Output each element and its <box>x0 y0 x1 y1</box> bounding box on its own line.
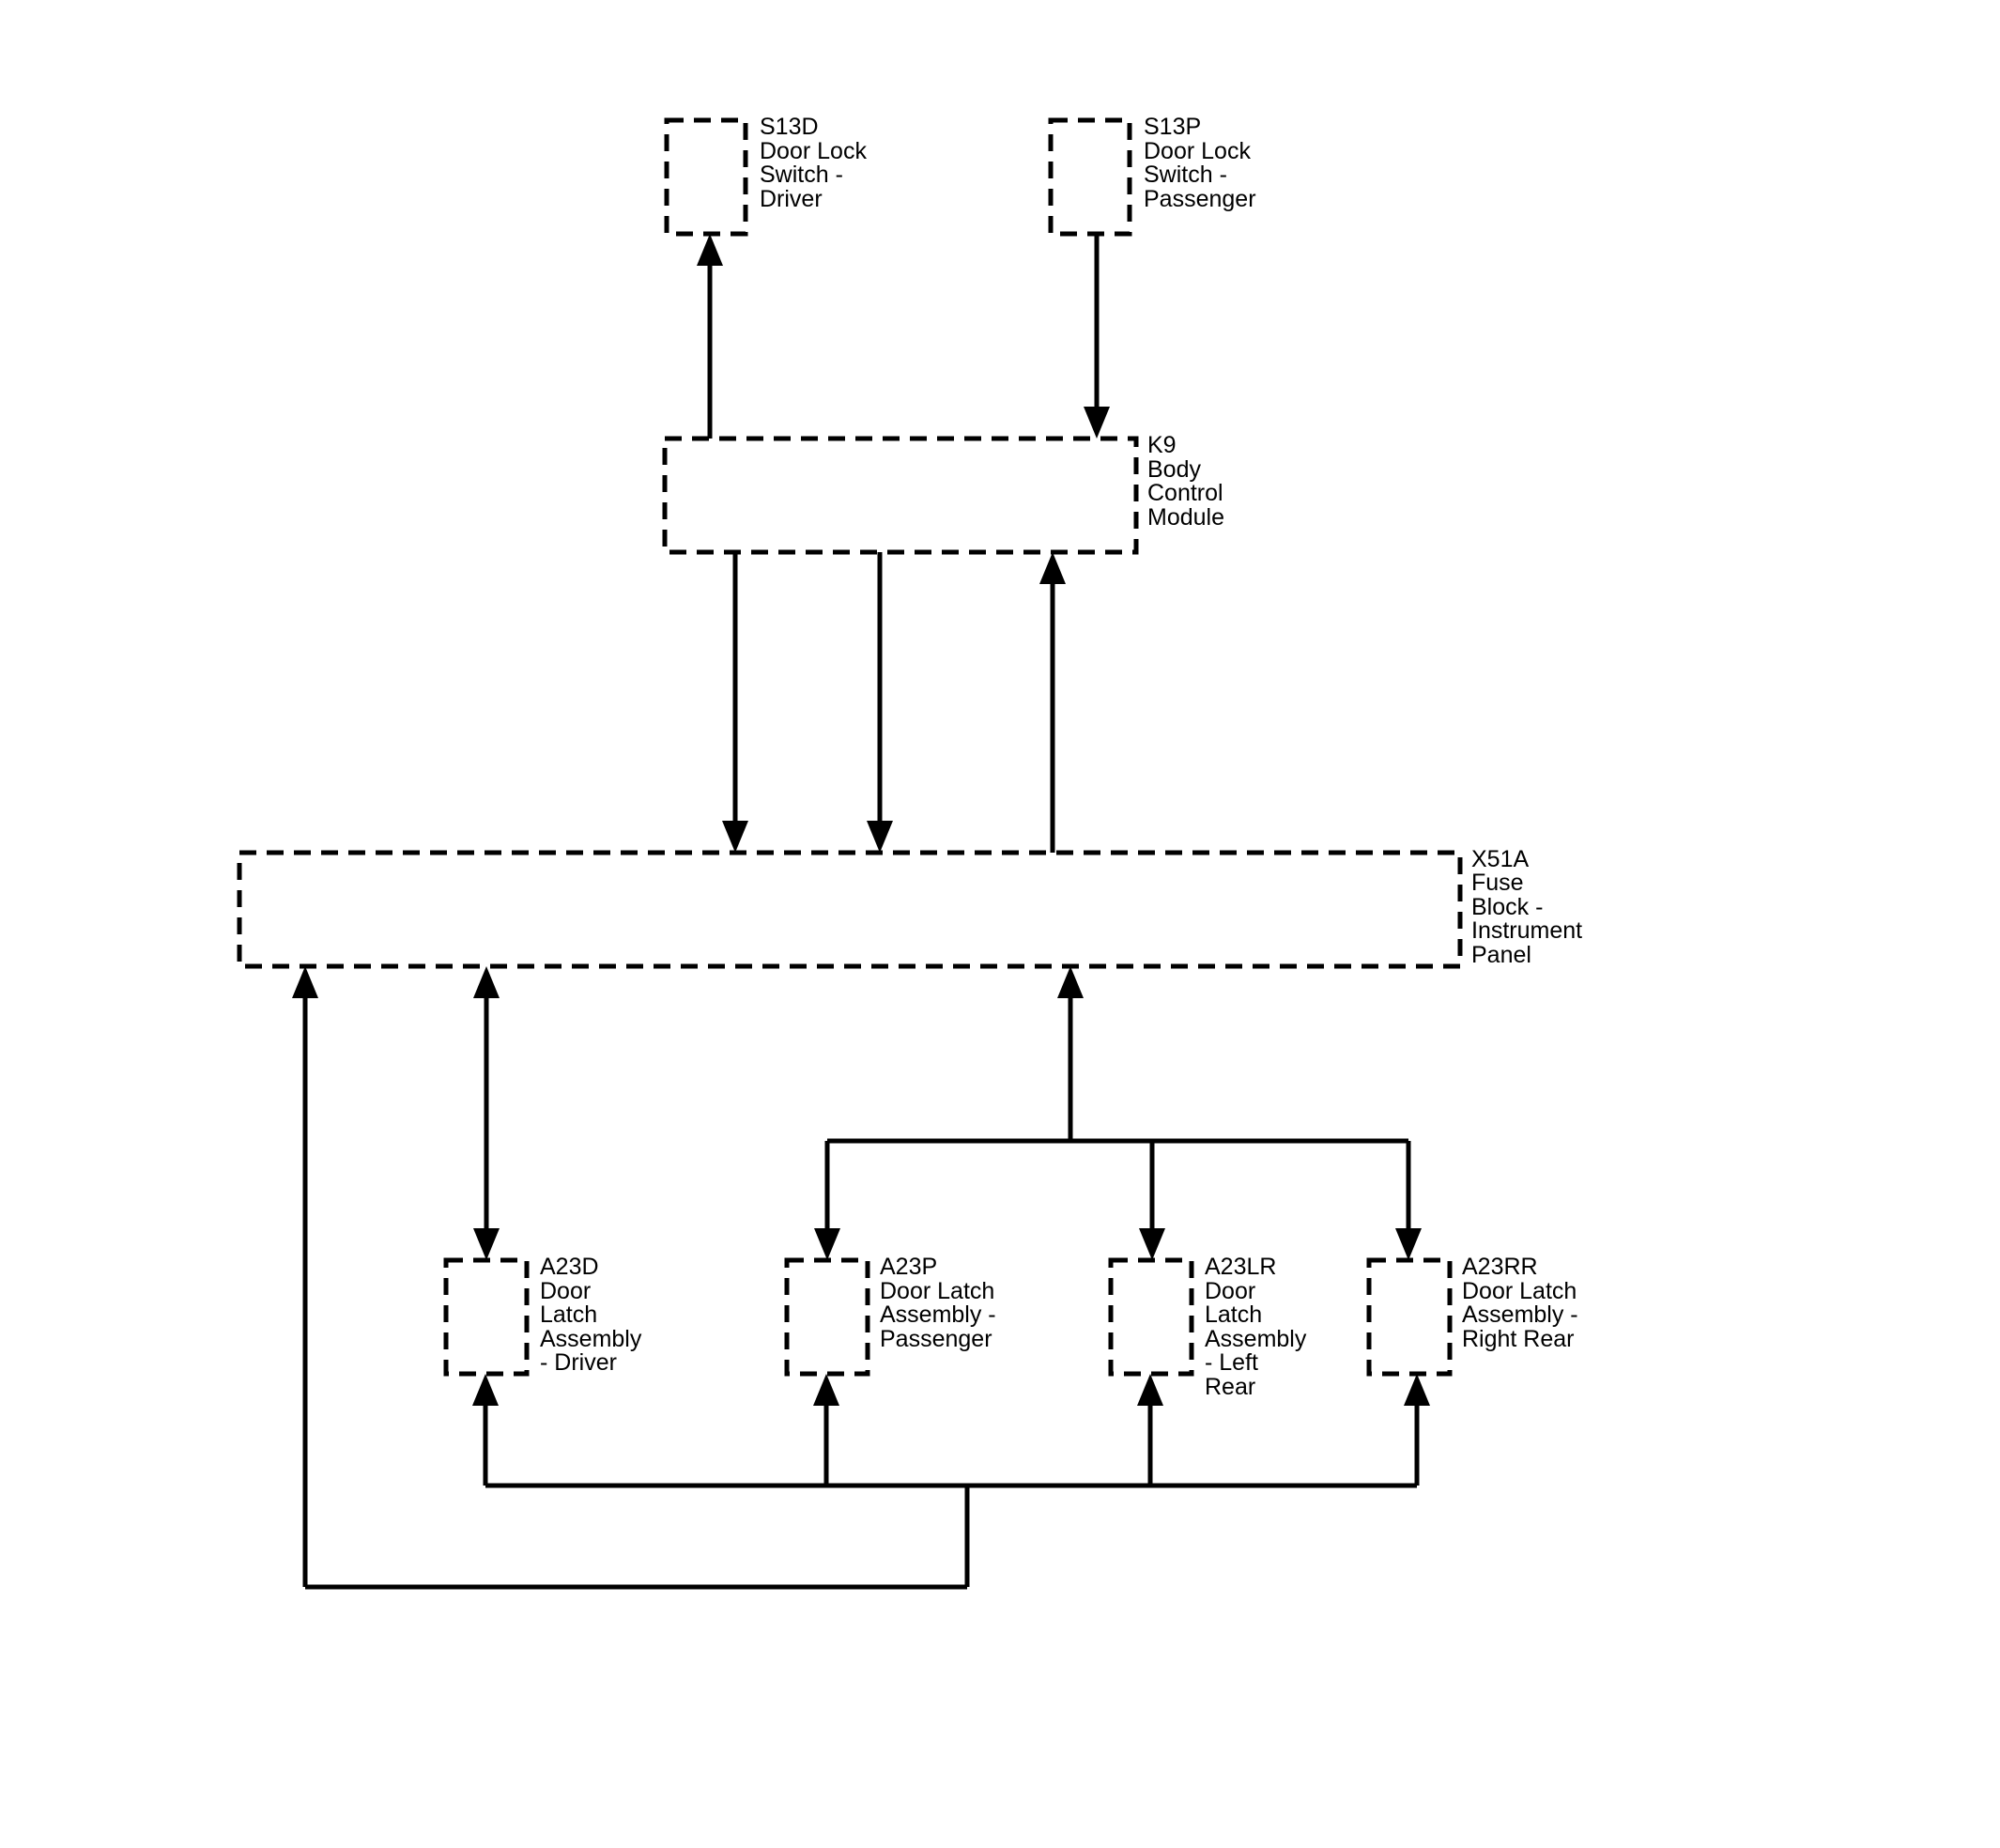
arrowheads <box>292 234 1430 1406</box>
x51a-box[interactable] <box>237 850 1463 969</box>
a23p-box[interactable] <box>784 1257 870 1377</box>
a23p-label: A23P Door Latch Assembly - Passenger <box>880 1254 1003 1352</box>
arrowhead-down-a23p <box>814 1228 840 1260</box>
s13d-label: S13D Door Lock Switch - Driver <box>760 114 873 212</box>
arrowhead-up-x51a-a23d <box>473 966 500 998</box>
a23d-label: A23D Door Latch Assembly - Driver <box>540 1254 648 1376</box>
arrowhead-down-a23d <box>473 1228 500 1260</box>
a23d-box[interactable] <box>443 1257 530 1377</box>
arrowhead-up-a23rr <box>1404 1374 1430 1406</box>
arrowhead-up-s13d <box>697 234 723 266</box>
a23rr-label: A23RR Door Latch Assembly - Right Rear <box>1462 1254 1585 1352</box>
arrowhead-down-a23lr <box>1139 1228 1165 1260</box>
a23rr-box[interactable] <box>1366 1257 1453 1377</box>
x51a-label: X51A Fuse Block - Instrument Panel <box>1471 846 1589 968</box>
arrowhead-up-x51a-left <box>292 966 318 998</box>
a23lr-box[interactable] <box>1108 1257 1194 1377</box>
a23lr-label: A23LR Door Latch Assembly - Left Rear <box>1205 1254 1313 1400</box>
wires <box>302 234 1420 1590</box>
arrowhead-up-a23lr <box>1137 1374 1163 1406</box>
k9-label: K9 Body Control Module <box>1147 432 1230 531</box>
arrowhead-up-a23p <box>813 1374 839 1406</box>
arrowhead-down-k9-right <box>1084 407 1110 439</box>
s13d-box[interactable] <box>664 117 748 237</box>
arrowhead-down-x51a-2 <box>867 821 893 853</box>
arrowhead-up-a23d <box>472 1374 499 1406</box>
s13p-label: S13P Door Lock Switch - Passenger <box>1144 114 1257 212</box>
s13p-box[interactable] <box>1048 117 1132 237</box>
arrowhead-up-k9-bottom <box>1039 552 1066 584</box>
k9-box[interactable] <box>662 436 1139 555</box>
arrowhead-up-x51a-right <box>1057 966 1084 998</box>
arrowhead-down-a23rr <box>1395 1228 1422 1260</box>
arrowhead-down-x51a-1 <box>722 821 748 853</box>
